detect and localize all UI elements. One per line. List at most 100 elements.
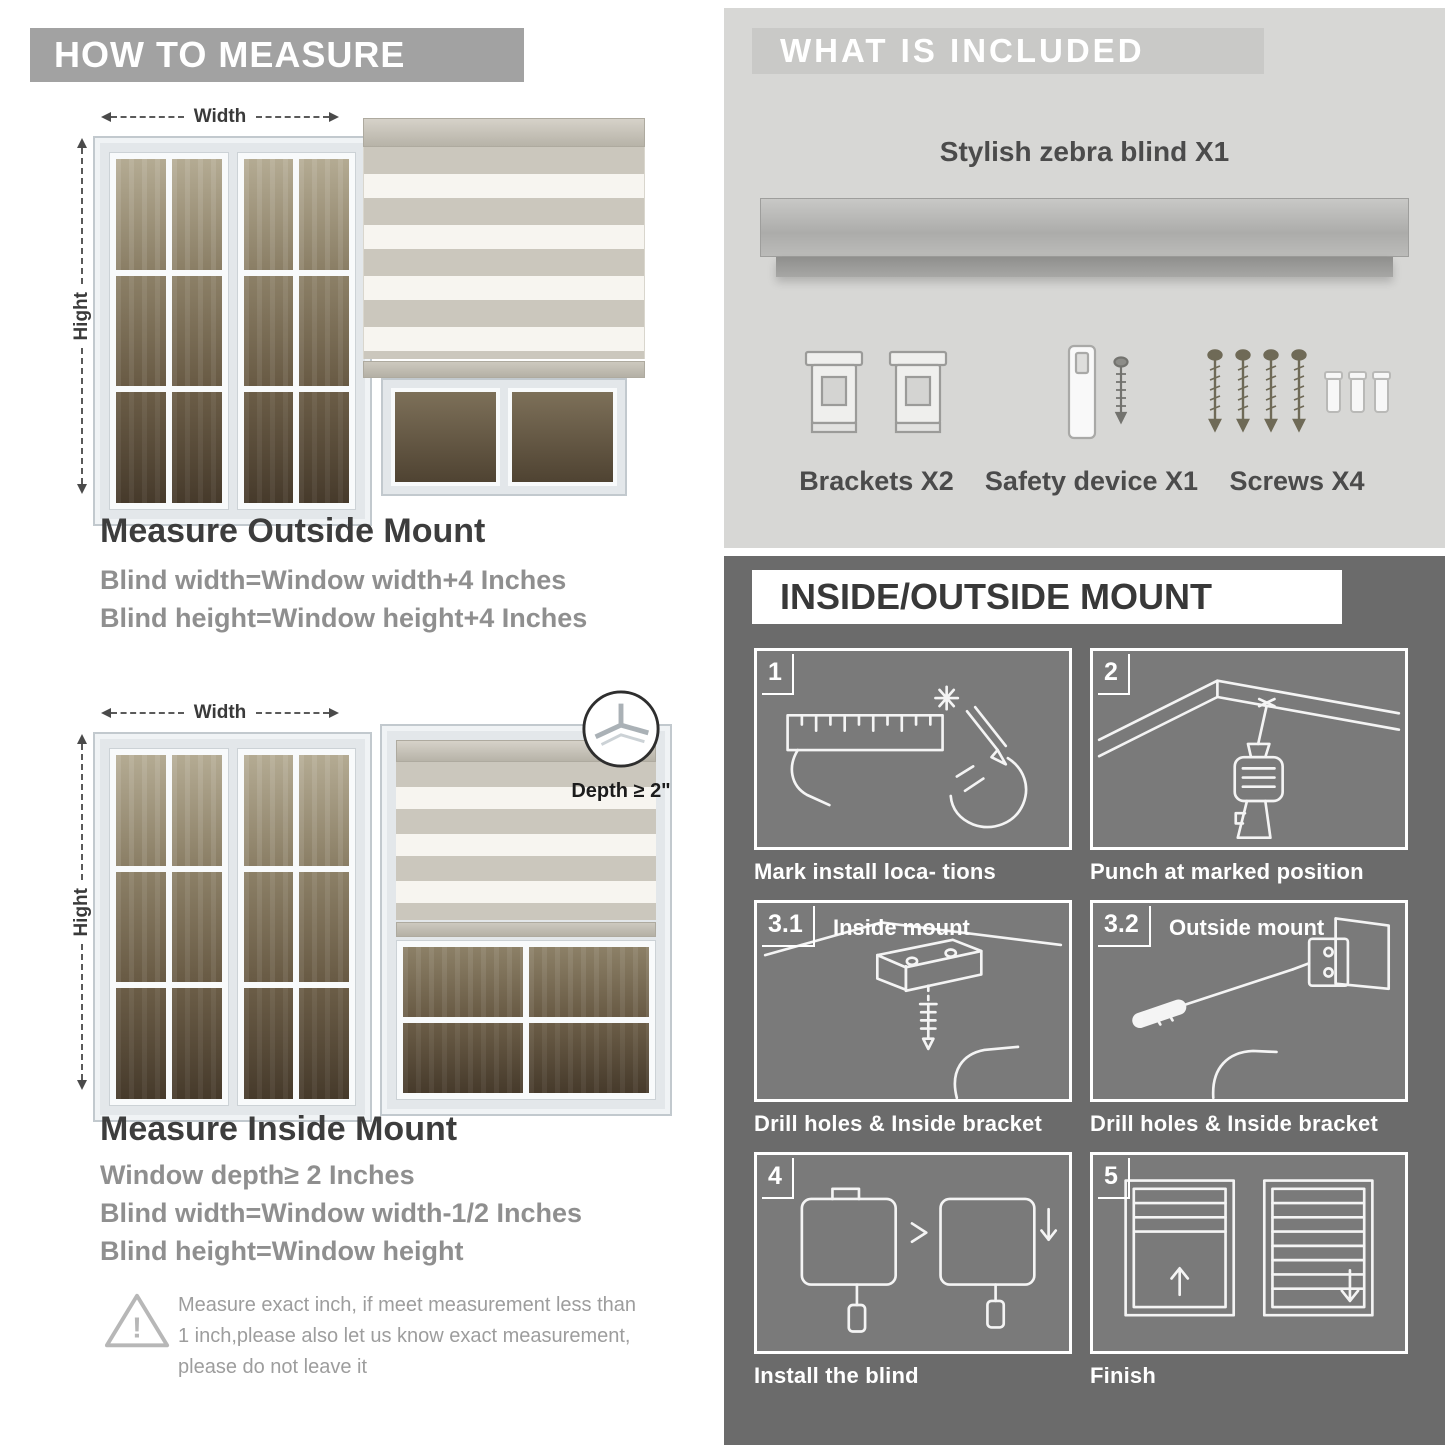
step-5-caption: Finish — [1090, 1363, 1156, 1388]
step-number: 3.2 — [1098, 906, 1151, 947]
height-measure-arrow: Hight — [71, 138, 93, 495]
window-pane — [403, 947, 523, 1017]
inside-width-formula: Blind width=Window width-1/2 Inches — [100, 1198, 583, 1228]
zebra-stripes — [363, 147, 645, 359]
window-pane — [508, 388, 617, 486]
step-5-box: 5 — [1090, 1152, 1408, 1354]
included-item-screws: Screws X4 — [1192, 340, 1402, 497]
step-3-2-caption: Drill holes & Inside bracket — [1090, 1111, 1379, 1136]
step-number: 3.1 — [762, 906, 815, 947]
window-pane — [529, 947, 649, 1017]
window-pane — [171, 159, 222, 270]
headrail-valance — [776, 257, 1393, 277]
window-pane — [116, 988, 166, 1099]
outside-width-formula: Blind width=Window width+4 Inches — [100, 565, 567, 595]
step-5-illustration — [1124, 1179, 1374, 1317]
brackets-label: Brackets X2 — [799, 466, 954, 496]
window-pane — [529, 1023, 649, 1093]
outside-mount-blind — [363, 118, 645, 496]
arrowhead-right-icon — [329, 112, 339, 122]
window-pane — [403, 1023, 523, 1093]
headrail-bar — [760, 198, 1409, 257]
window-below-blind — [381, 378, 627, 496]
arrowhead-down-icon — [77, 484, 87, 495]
inside-mount-figure: Width Hight — [71, 690, 675, 1122]
window-illustration — [93, 136, 372, 526]
window-pane — [116, 275, 166, 387]
window-pane — [299, 275, 349, 387]
how-to-measure-banner: HOW TO MEASURE — [30, 28, 524, 82]
window-sash — [236, 152, 356, 510]
dashed-line — [256, 116, 329, 118]
width-label: Width — [193, 106, 247, 127]
included-item-safety-device: Safety device X1 — [984, 340, 1199, 497]
measure-warning-note: Measure exact inch, if meet measurement … — [178, 1294, 636, 1378]
step-3-2-illustration — [1132, 917, 1391, 1099]
safety-device-icon — [1067, 344, 1129, 440]
width-measure-arrow: Width — [101, 106, 339, 128]
step-title: Outside mount — [1169, 915, 1325, 940]
window-pane — [243, 988, 294, 1099]
zebra-blind-headrail-image — [760, 198, 1409, 277]
window-illustration — [93, 732, 372, 1122]
window-pane — [243, 275, 294, 387]
window-pane — [116, 392, 166, 503]
inside-height-formula: Blind height=Window height — [100, 1236, 464, 1266]
depth-callout-label: Depth ≥ 2" — [571, 780, 671, 802]
window-sash — [236, 748, 356, 1106]
step-1-illustration — [786, 685, 1028, 829]
step-1-panel: 1 Mark install loca- tions — [754, 648, 1072, 885]
window-pane — [116, 159, 166, 270]
window-sash — [109, 152, 229, 510]
step-3-2-box: 3.2 Outside mount — [1090, 900, 1408, 1102]
dashed-line — [256, 712, 329, 714]
window-pane — [171, 392, 222, 503]
inside-mount-heading: Measure Inside Mount — [100, 1110, 458, 1148]
step-4-panel: 4 Install the blind — [754, 1152, 1072, 1389]
zebra-stripes — [396, 762, 656, 920]
warning-exclamation: ! — [132, 1313, 142, 1345]
step-4-illustration — [800, 1187, 1058, 1333]
height-label: Hight — [71, 887, 92, 937]
step-2-box: 2 — [1090, 648, 1408, 850]
window-below-blind — [396, 940, 656, 1100]
depth-callout-circle — [580, 688, 662, 770]
mount-steps-section: INSIDE/OUTSIDE MOUNT 1 — [724, 556, 1445, 1445]
arrowhead-up-icon — [77, 734, 87, 744]
outside-mount-heading: Measure Outside Mount — [100, 512, 486, 550]
dashed-line — [111, 712, 184, 714]
height-measure-arrow: Hight — [71, 734, 93, 1091]
step-1-box: 1 — [754, 648, 1072, 850]
screws-icon — [1207, 349, 1391, 433]
screws-label: Screws X4 — [1229, 466, 1365, 496]
arrowhead-up-icon — [77, 138, 87, 148]
step-3-1-illustration — [763, 921, 1063, 1099]
arrowhead-left-icon — [101, 708, 111, 718]
window-pane — [171, 871, 222, 983]
width-label: Width — [193, 702, 247, 723]
blind-bottomrail — [396, 922, 656, 937]
step-3-1-caption: Drill holes & Inside bracket — [754, 1111, 1043, 1136]
step-number: 2 — [1098, 654, 1130, 695]
dashed-line — [81, 148, 83, 284]
depth-corner-icon — [582, 690, 660, 768]
step-2-illustration — [1097, 679, 1401, 840]
step-title: Inside mount — [833, 915, 970, 940]
step-3-1-box: 3.1 Inside mount — [754, 900, 1072, 1102]
inside-depth-rule: Window depth≥ 2 Inches — [100, 1160, 415, 1190]
window-pane — [299, 755, 349, 866]
window-sash — [109, 748, 229, 1106]
window-pane — [243, 159, 294, 270]
window-pane — [116, 755, 166, 866]
arrowhead-left-icon — [101, 112, 111, 122]
step-3-1-panel: 3.1 Inside mount — [754, 900, 1072, 1137]
step-number: 5 — [1098, 1158, 1130, 1199]
window-pane — [171, 755, 222, 866]
step-number: 1 — [762, 654, 794, 695]
dashed-line — [81, 348, 83, 485]
outside-height-formula: Blind height=Window height+4 Inches — [100, 603, 588, 633]
width-measure-arrow: Width — [101, 702, 339, 724]
outside-mount-figure: Width Hight — [71, 100, 655, 526]
window-pane — [243, 871, 294, 983]
blind-headrail — [363, 118, 645, 147]
